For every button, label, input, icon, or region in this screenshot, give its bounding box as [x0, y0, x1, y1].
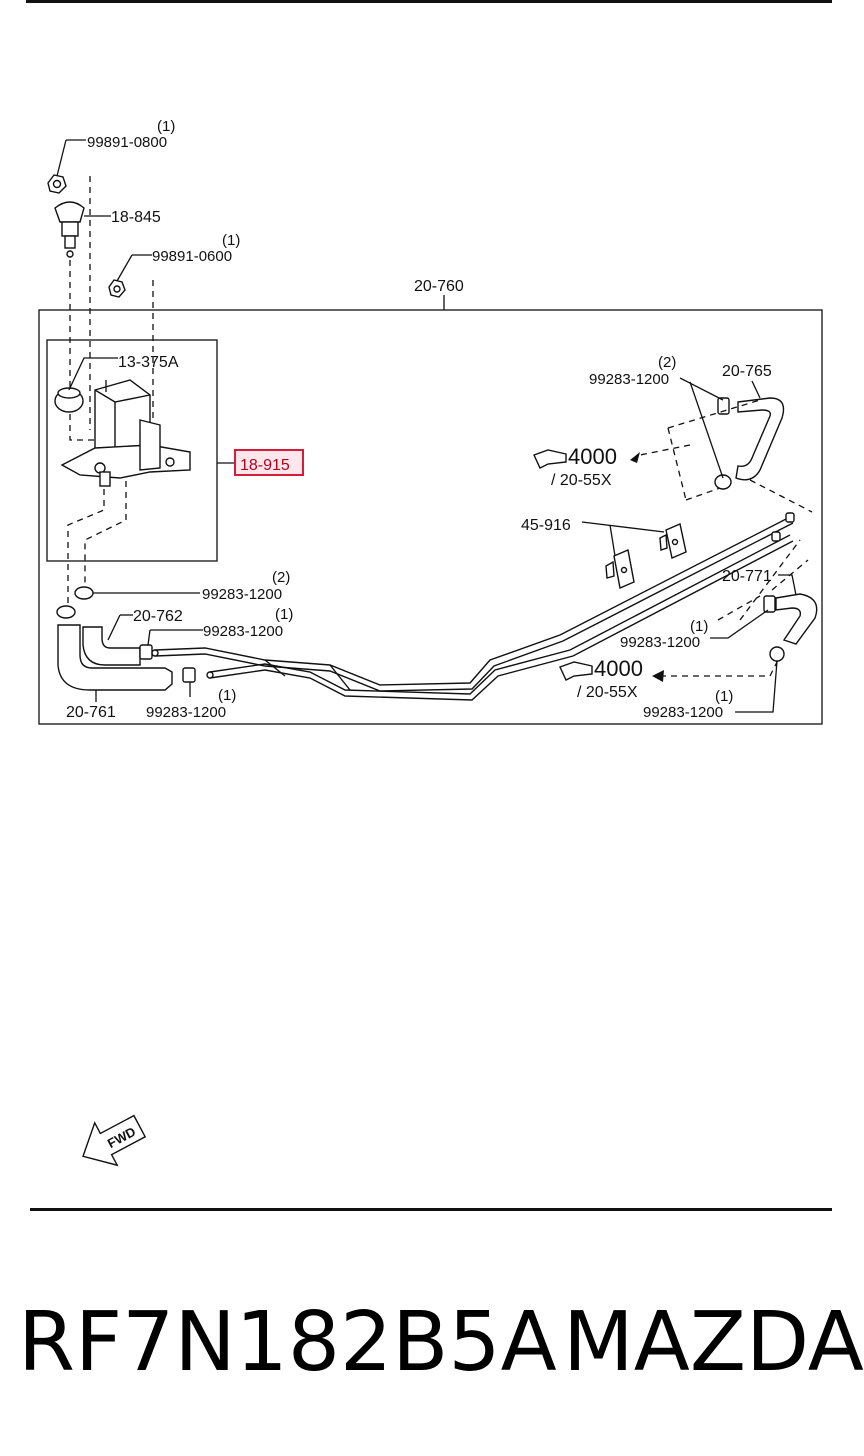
label-20-761: 20-761: [66, 704, 116, 721]
label-99891-0600: 99891-0600: [152, 248, 232, 265]
footer-brand: MAZDA: [563, 1295, 864, 1390]
footer-part-number: RF7N182B5A: [18, 1295, 557, 1390]
assembly-frame: [38, 309, 823, 725]
label-99283-l3: 99283-1200: [146, 704, 226, 721]
valve-18-845[interactable]: [54, 201, 85, 258]
label-99283-r2-qty: (1): [715, 688, 733, 705]
label-20-771: 20-771: [722, 568, 772, 585]
ref-4000-top[interactable]: 4000: [568, 444, 617, 469]
label-99283-l1: 99283-1200: [202, 586, 282, 603]
label-13-375A: 13-375A: [118, 354, 179, 371]
label-20-762: 20-762: [133, 608, 183, 625]
arrowhead-top: [630, 452, 640, 463]
label-99891-0600-qty: (1): [222, 232, 240, 249]
label-99891-0800: 99891-0800: [87, 134, 167, 151]
clamp-99283-right-2[interactable]: [769, 646, 785, 662]
label-99283-l2: 99283-1200: [203, 623, 283, 640]
label-18-915[interactable]: 18-915: [240, 457, 290, 474]
nut-99891-0800[interactable]: [47, 174, 67, 194]
label-99283-l2-qty: (1): [275, 606, 293, 623]
pipe-bundle[interactable]: [154, 512, 795, 701]
bracket-45-916-b[interactable]: [605, 549, 635, 589]
reference-arrow-top: [533, 449, 567, 469]
label-45-916: 45-916: [521, 517, 571, 534]
hose-20-761[interactable]: [57, 624, 173, 691]
nut-99891-0600[interactable]: [108, 279, 126, 298]
top-rule: [26, 0, 832, 3]
label-99283-r1: 99283-1200: [620, 634, 700, 651]
highlight-box-18-915: [234, 449, 304, 476]
label-20-765: 20-765: [722, 363, 772, 380]
label-99891-0800-qty: (1): [157, 118, 175, 135]
fwd-arrow-icon: FWD: [82, 1114, 147, 1167]
label-99283-top: 99283-1200: [589, 371, 669, 388]
clamp-99283-left-3[interactable]: [182, 667, 196, 683]
clamp-99283-top-2[interactable]: [714, 474, 732, 490]
label-99283-l1-qty: (2): [272, 569, 290, 586]
canister-18-915[interactable]: [60, 379, 191, 487]
label-99283-r2: 99283-1200: [643, 704, 723, 721]
label-99283-r1-qty: (1): [690, 618, 708, 635]
ref-4000-bottom[interactable]: 4000: [594, 656, 643, 681]
label-99283-l3-qty: (1): [218, 687, 236, 704]
bottom-rule: [30, 1208, 832, 1211]
ref-4000-top-sub: / 20-55X: [551, 472, 612, 489]
label-99283-top-qty: (2): [658, 354, 676, 371]
grommet-13-375A[interactable]: [54, 387, 84, 413]
label-20-760: 20-760: [414, 278, 464, 295]
ref-4000-bottom-sub: / 20-55X: [577, 684, 638, 701]
clamp-99283-left-2b[interactable]: [139, 644, 153, 660]
arrowhead-bottom: [652, 670, 664, 682]
clamp-99283-right-1[interactable]: [763, 595, 776, 613]
bracket-45-916-a[interactable]: [659, 523, 687, 559]
label-18-845: 18-845: [111, 209, 161, 226]
canister-subframe: [46, 339, 218, 562]
clamp-99283-left-2[interactable]: [56, 605, 76, 619]
clamp-99283-left-1[interactable]: [74, 586, 94, 600]
hose-20-771[interactable]: [775, 593, 818, 645]
hose-20-765[interactable]: [735, 397, 785, 481]
reference-arrow-bottom: [559, 661, 593, 681]
